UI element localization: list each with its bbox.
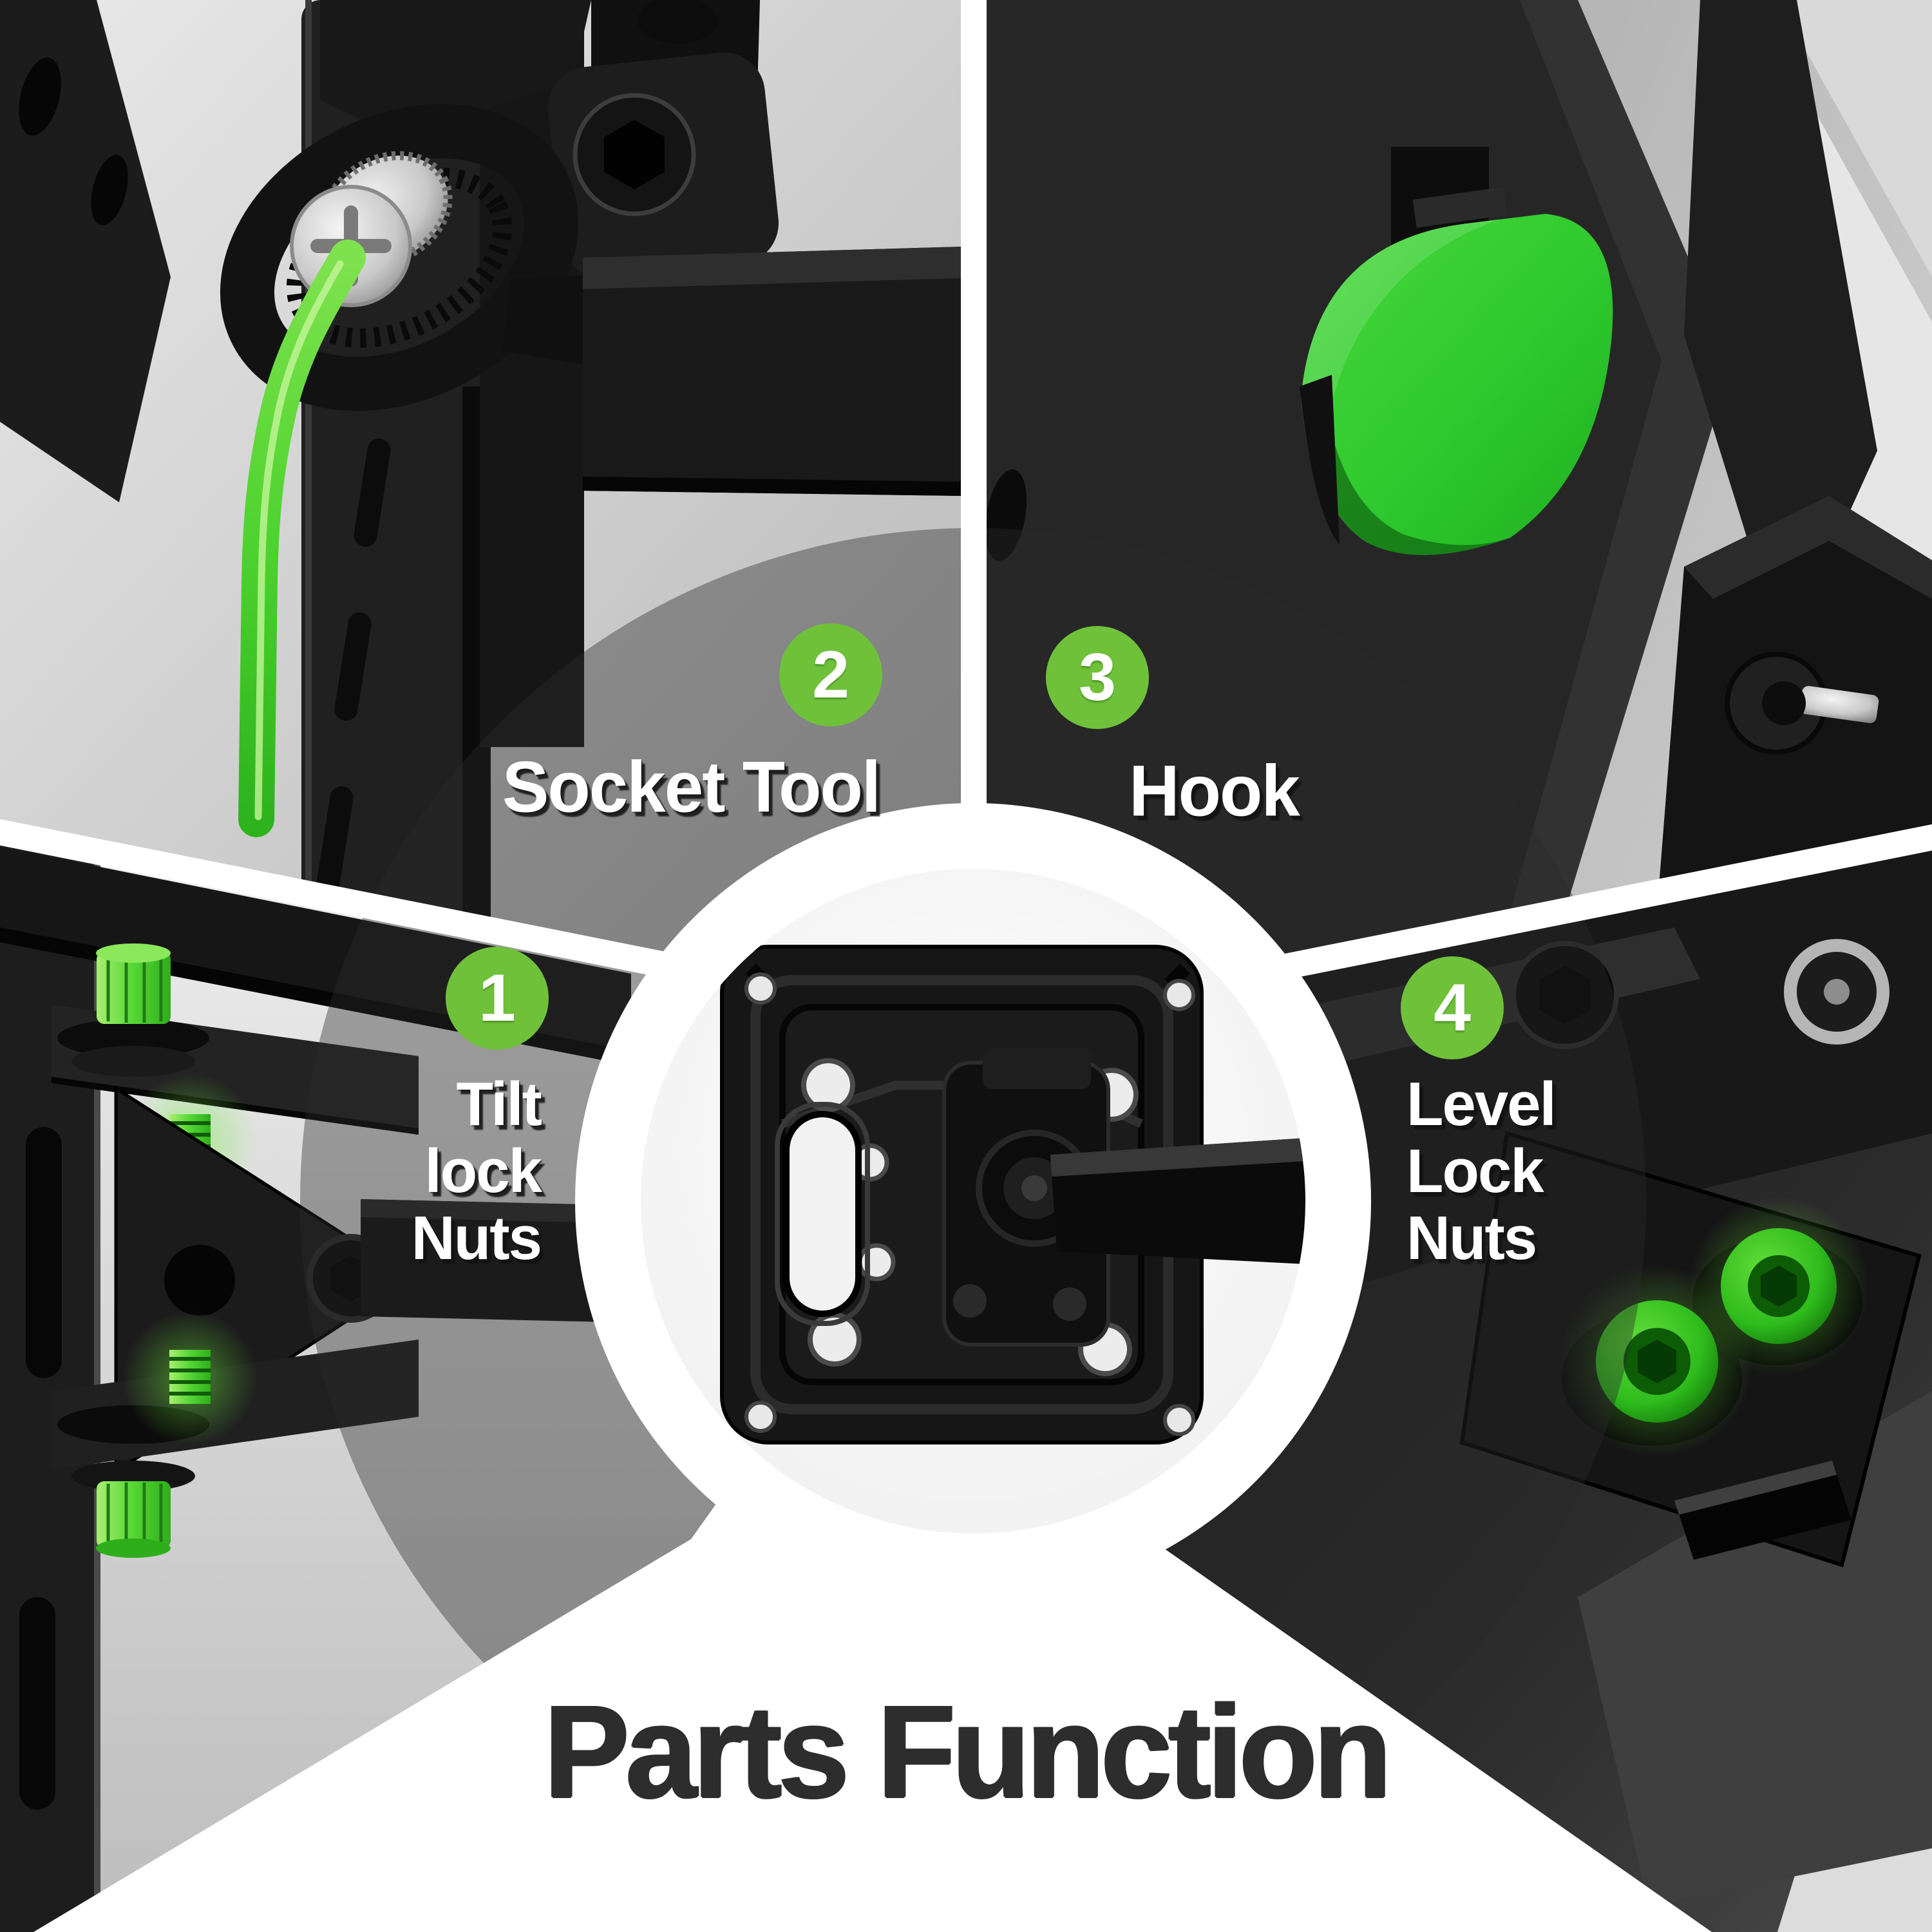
level-lock-nuts-line3: Nuts (1406, 1204, 1537, 1273)
vesa-mount-plate-photo (641, 869, 1305, 1533)
tilt-lock-nuts-line2: lock (424, 1137, 542, 1206)
hook-icon (1301, 214, 1613, 555)
tilt-lock-nuts-line1: Tilt (456, 1070, 542, 1139)
callout-2-number: 2 (812, 638, 849, 712)
hook-photo (987, 0, 1932, 1014)
callout-4-badge: 4 (1401, 956, 1504, 1059)
green-hex-bolt-icon (1689, 1196, 1869, 1376)
callout-4-number: 4 (1434, 971, 1471, 1045)
separator-bands (0, 0, 1932, 1014)
green-nut-icon (97, 1481, 171, 1548)
washer-icon (57, 1019, 209, 1057)
level-lock-nuts-line2: Lock (1406, 1137, 1544, 1206)
socket-tool-label: Socket Tool (502, 746, 881, 828)
callout-1-badge: 1 (446, 947, 549, 1050)
callout-2-badge: 2 (779, 623, 882, 726)
tilt-lock-nuts-label: Tilt lock Nuts (225, 1070, 542, 1273)
tilt-lock-nuts-line3: Nuts (411, 1204, 542, 1273)
callout-1-number: 1 (478, 961, 516, 1036)
page-title: Parts Function (544, 1678, 1392, 1825)
level-lock-nuts-line1: Level (1406, 1070, 1557, 1139)
callout-3-badge: 3 (1046, 626, 1149, 729)
level-lock-nuts-label: Level Lock Nuts (1406, 1071, 1785, 1272)
callout-3-number: 3 (1079, 640, 1116, 715)
socket-tool-photo (0, 0, 961, 1010)
hook-label: Hook (1129, 750, 1300, 831)
green-nut-icon (97, 952, 171, 1024)
